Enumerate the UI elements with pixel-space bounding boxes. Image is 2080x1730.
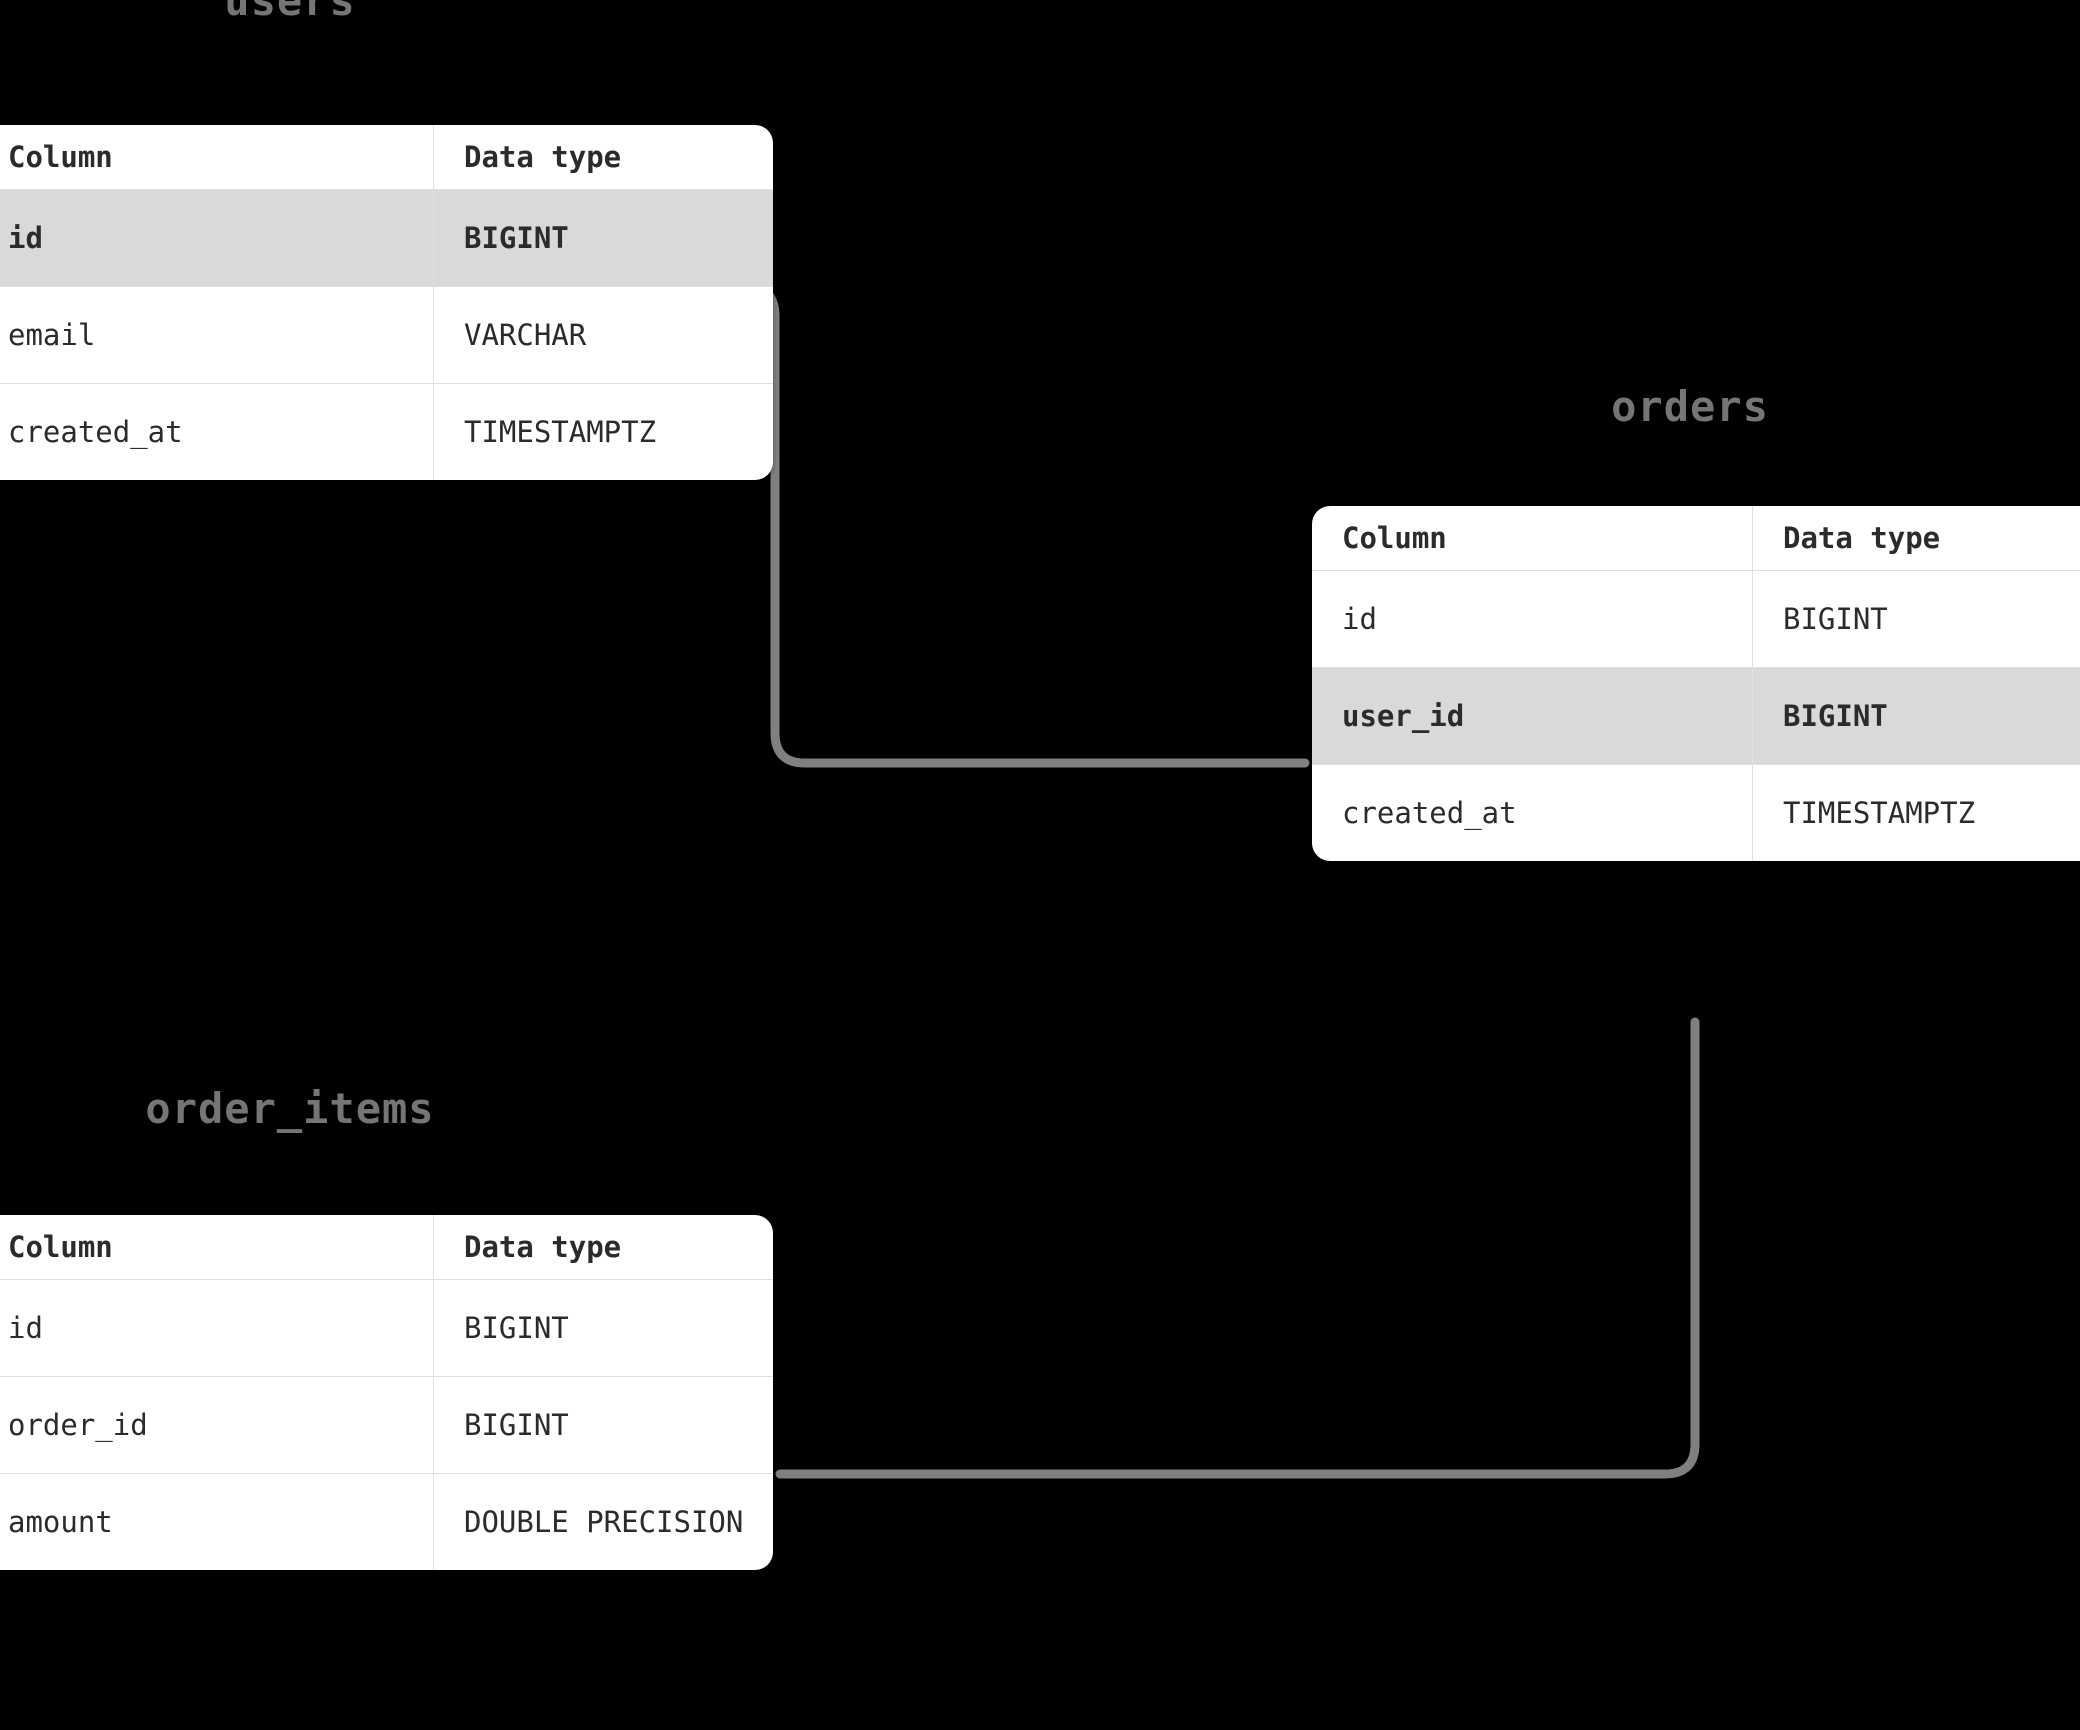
table-row[interactable]: user_id BIGINT xyxy=(1312,667,2080,765)
column-name-cell: email xyxy=(0,286,434,384)
column-header-data-type: Data type xyxy=(1752,506,2080,571)
column-name-cell: order_id xyxy=(0,1376,434,1474)
column-datatype-cell: TIMESTAMPTZ xyxy=(1783,796,1976,830)
entity-table-orders: Column Data type id BIGINT user_id BIGIN… xyxy=(1312,506,2080,861)
column-name-cell: id xyxy=(0,189,434,287)
column-header-column: Column xyxy=(0,1215,434,1280)
column-datatype-cell: BIGINT xyxy=(433,189,773,287)
column-datatype-cell: BIGINT xyxy=(1752,667,2080,765)
entity-title-users: users xyxy=(224,0,356,25)
column-datatype-cell: BIGINT xyxy=(433,1279,773,1377)
column-name-cell: id xyxy=(1312,570,1753,668)
table-row[interactable]: id BIGINT xyxy=(1312,570,2080,668)
entity-card-order-items: Column Data type id BIGINT order_id BIGI… xyxy=(0,1215,773,1570)
column-header-column: Column xyxy=(1312,506,1753,571)
column-datatype-cell: TIMESTAMPTZ xyxy=(464,415,657,449)
column-datatype-cell: DOUBLE PRECISION xyxy=(464,1505,744,1539)
column-name-cell: amount xyxy=(0,1473,434,1570)
table-header-row: Column Data type xyxy=(1312,506,2080,571)
connector-orders-to-order-items xyxy=(775,1017,1700,1479)
entity-card-orders: Column Data type id BIGINT user_id BIGIN… xyxy=(1312,506,2080,861)
table-row[interactable]: order_id BIGINT xyxy=(0,1376,773,1474)
table-header-row: Column Data type xyxy=(0,125,773,190)
column-name-cell: user_id xyxy=(1312,667,1753,765)
table-row[interactable]: amount DOUBLE PRECISION xyxy=(0,1473,773,1570)
column-datatype-cell: BIGINT xyxy=(1752,570,2080,668)
column-name-cell: created_at xyxy=(0,383,434,480)
table-row[interactable]: id BIGINT xyxy=(0,189,773,287)
entity-table-order-items: Column Data type id BIGINT order_id BIGI… xyxy=(0,1215,773,1570)
entity-card-users: Column Data type id BIGINT email VARCHAR… xyxy=(0,125,773,480)
table-row[interactable]: created_at TIMESTAMPTZ xyxy=(0,383,773,480)
column-name-cell: id xyxy=(0,1279,434,1377)
column-datatype-cell: BIGINT xyxy=(433,1376,773,1474)
table-row[interactable]: id BIGINT xyxy=(0,1279,773,1377)
table-row[interactable]: created_at TIMESTAMPTZ xyxy=(1312,764,2080,861)
table-header-row: Column Data type xyxy=(0,1215,773,1280)
column-datatype-cell: VARCHAR xyxy=(433,286,773,384)
entity-title-orders: orders xyxy=(1611,382,1769,431)
column-header-data-type: Data type xyxy=(433,1215,773,1280)
column-header-column: Column xyxy=(0,125,434,190)
table-row[interactable]: email VARCHAR xyxy=(0,286,773,384)
entity-title-order-items: order_items xyxy=(145,1084,435,1133)
entity-table-users: Column Data type id BIGINT email VARCHAR… xyxy=(0,125,773,480)
column-name-cell: created_at xyxy=(1312,764,1753,861)
column-header-data-type: Data type xyxy=(433,125,773,190)
